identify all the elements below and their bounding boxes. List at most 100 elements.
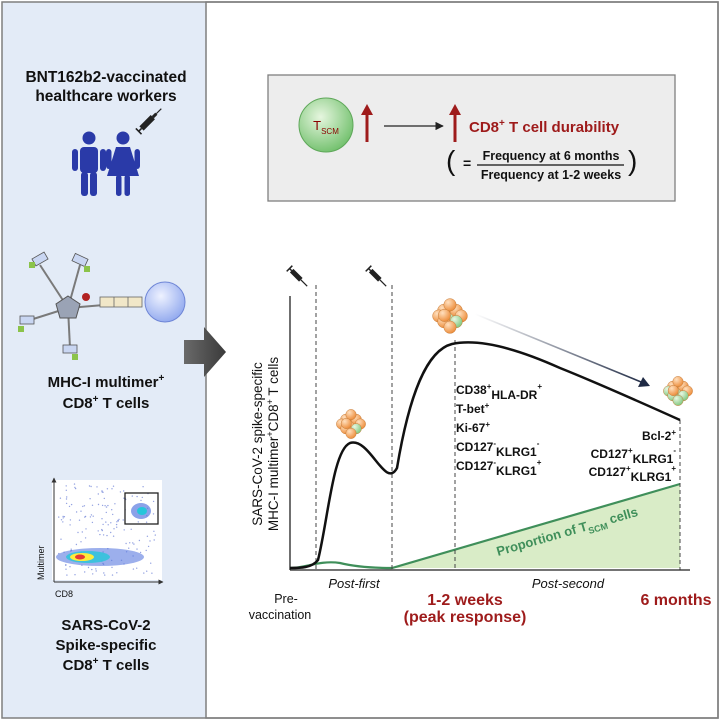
flow-event-dot: [110, 531, 112, 534]
flow-event-dot: [69, 524, 71, 526]
flow-event-dot: [116, 521, 118, 523]
flow-event-dot: [128, 547, 130, 549]
flow-event-dot: [95, 570, 97, 572]
flow-event-dot: [77, 531, 79, 534]
flow-event-dot: [145, 521, 148, 523]
flow-event-dot: [149, 540, 151, 542]
flow-event-dot: [97, 530, 99, 532]
flow-event-dot: [116, 572, 118, 574]
flow-event-dot: [112, 485, 115, 487]
flow-event-dot: [123, 490, 125, 492]
flow-event-dot: [89, 516, 92, 518]
cell-icon: [443, 320, 457, 334]
peak-cell-cluster-icon: [432, 298, 468, 334]
flow-event-dot: [65, 568, 67, 570]
flow-event-dot: [119, 491, 122, 493]
flow-event-dot: [111, 566, 113, 569]
flow-event-dot: [97, 493, 100, 495]
cell-icon: [345, 409, 357, 421]
flow-event-dot: [116, 526, 118, 528]
flow-event-dot: [104, 505, 106, 507]
tscm-cell-icon: [298, 97, 354, 153]
spike-label-line1: SARS-CoV-2: [61, 617, 150, 634]
flow-y-label: Multimer: [36, 545, 46, 580]
phenotype-marker-label: T-bet+: [456, 401, 490, 416]
phenotype-marker-label: CD127-KLRG1-: [456, 439, 540, 459]
multimer-label-line2: CD8+ T cells: [63, 394, 150, 412]
flow-event-dot: [91, 568, 93, 571]
flow-event-dot: [84, 571, 86, 573]
flow-event-dot: [147, 545, 150, 548]
period-post-second: Post-second: [532, 576, 605, 591]
x-label-peak-line1: 1-2 weeks: [427, 592, 503, 609]
phenotype-marker-label: CD127-KLRG1+: [456, 458, 542, 478]
flow-event-dot: [114, 503, 116, 505]
flow-event-dot: [129, 542, 131, 544]
cell-icon: [443, 298, 457, 312]
flow-event-dot: [70, 503, 73, 506]
flow-event-dot: [112, 535, 115, 537]
flow-event-dot: [117, 519, 119, 522]
flow-event-dot: [60, 538, 62, 540]
flow-event-dot: [66, 574, 68, 576]
post-first-cell-cluster-icon: [336, 409, 366, 439]
transition-arrow-icon: [184, 327, 226, 377]
cell-icon: [345, 427, 357, 439]
flow-cytometry-plot: Multimer CD8: [36, 477, 164, 599]
flow-event-dot: [81, 531, 84, 533]
flow-x-label: CD8: [55, 589, 73, 599]
spike-label-line3: CD8+ T cells: [63, 656, 150, 674]
flow-event-dot: [90, 514, 93, 516]
flow-event-dot: [136, 548, 138, 550]
cell-icon: [667, 385, 679, 396]
flow-event-dot: [133, 543, 135, 545]
flow-event-dot: [83, 505, 86, 507]
flow-event-dot: [142, 486, 144, 488]
flow-event-dot: [92, 515, 94, 517]
flow-event-dot: [103, 572, 105, 574]
flow-event-dot: [105, 511, 108, 514]
left-title-line2: healthcare workers: [35, 88, 176, 105]
flow-event-dot: [111, 488, 113, 490]
cell-icon: [672, 394, 684, 406]
timepoint-guides: [315, 285, 681, 570]
flow-event-dot: [101, 528, 103, 531]
phenotype-marker-label: CD38+HLA-DR+: [456, 382, 542, 402]
flow-event-dot: [60, 519, 63, 521]
left-title-line1: BNT162b2-vaccinated: [25, 69, 186, 86]
ratio-denominator: Frequency at 1-2 weeks: [481, 168, 621, 182]
durability-up-arrow-icon: [449, 104, 461, 142]
flow-event-dot: [102, 523, 104, 526]
flow-event-dot: [87, 566, 90, 569]
flow-event-dot: [101, 504, 104, 507]
summary-box: TSCM CD8+ T cell durability ( ) = Freque…: [267, 74, 676, 202]
flow-event-dot: [101, 518, 103, 520]
flow-event-dot: [59, 497, 62, 499]
flow-event-dot: [153, 539, 155, 541]
flow-event-dot: [70, 548, 72, 550]
flow-event-dot: [107, 504, 109, 507]
close-paren: ): [628, 145, 637, 176]
flow-event-dot: [123, 529, 125, 531]
flow-event-dot: [151, 572, 153, 574]
flow-event-dot: [74, 486, 76, 489]
phenotype-marker-label: Bcl-2+: [642, 428, 676, 443]
flow-event-dot: [65, 564, 67, 566]
flow-event-dot: [105, 521, 107, 523]
durability-label: CD8+ T cell durability: [469, 118, 620, 136]
period-post-first: Post-first: [328, 576, 381, 591]
flow-event-dot: [104, 574, 106, 576]
kinetics-chart: SARS-CoV-2 spike-specific MHC-I multimer…: [249, 265, 712, 626]
y-axis-label-line1: SARS-CoV-2 spike-specific: [250, 362, 265, 526]
flow-event-dot: [101, 491, 103, 493]
flow-event-dot: [125, 542, 127, 545]
healthcare-workers-icon: [72, 131, 140, 196]
flow-event-dot: [141, 496, 143, 499]
dose1-syringe-icon: [286, 265, 308, 287]
mhc-multimer-icon: [18, 251, 186, 360]
left-panel: [2, 2, 206, 718]
flow-event-dot: [65, 502, 68, 505]
flow-event-dot: [106, 534, 108, 537]
